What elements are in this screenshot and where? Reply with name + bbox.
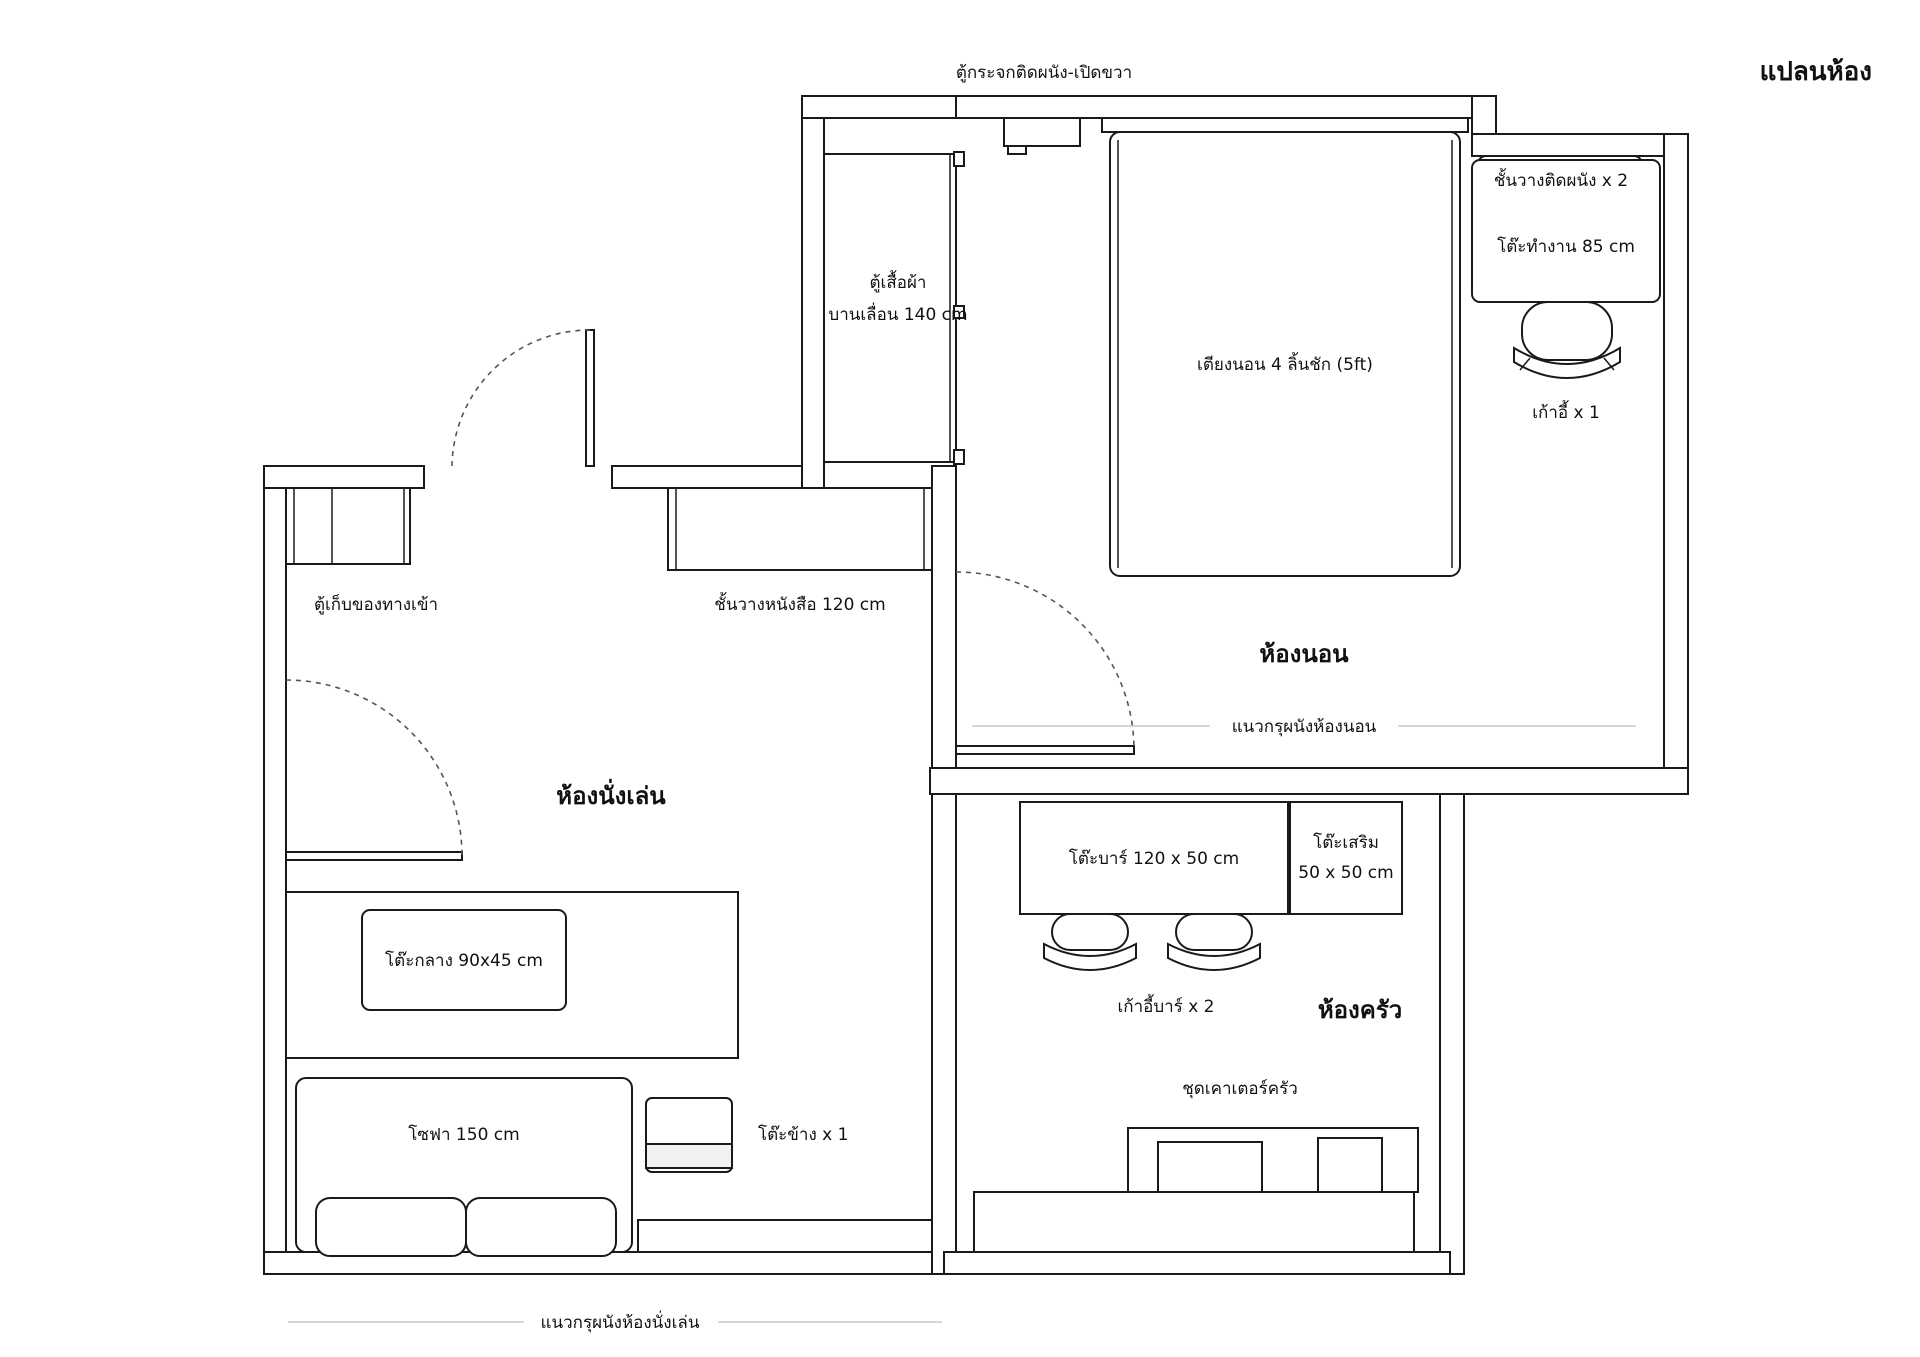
bar-chair-left-back [1043,942,1137,971]
desk-chair-back [1513,346,1621,379]
bedroom-door-swing [955,571,1135,751]
living-wall-north-right [611,465,807,489]
wardrobe-handle-top [953,151,965,167]
bar-table[interactable] [1019,801,1289,915]
mirror-cabinet-body [1003,117,1081,147]
side-table[interactable] [645,1097,733,1173]
chair-label: เก้าอี้ x 1 [1532,400,1600,423]
bedroom-wallpaper-label: แนวกรุผนังห้องนอน [1232,717,1377,737]
mirror-cabinet[interactable] [1003,117,1081,155]
coffee-table-label: โต๊ะกลาง 90x45 cm [385,950,543,971]
bed[interactable] [1101,117,1469,577]
bookshelf-label: ชั้นวางหนังสือ 120 cm [714,592,885,615]
kitchen-label: ห้องครัว [1318,996,1402,1024]
kitchen-wall-east [1439,793,1465,1275]
entry-storage-label: ตู้เก็บของทางเข้า [314,593,438,615]
bedroom-door[interactable] [955,571,1135,755]
work-desk-label: โต๊ะทำงาน 85 cm [1497,236,1635,257]
bedroom-label: ห้องนอน [1259,640,1349,668]
sofa-cushion-left [315,1197,467,1257]
living-wall-north-left [263,465,425,489]
partition-living-kitchen [931,465,957,1275]
bookshelf-body [667,487,933,571]
bar-chair-left[interactable] [1043,913,1137,971]
desk-chair-leg-left [1519,357,1531,371]
mirror-cabinet-handle [1007,145,1027,155]
extra-table-label-line1: โต๊ะเสริม [1313,832,1379,853]
wall-shelf-label: ชั้นวางติดผนัง x 2 [1494,168,1628,191]
living-wallpaper-label: แนวกรุผนังห้องนั่งเล่น [541,1310,700,1333]
living-wallpaper-label-bg [524,1310,718,1334]
bed-headboard [1101,117,1469,133]
bed-frame-lines [1117,140,1453,568]
wardrobe-body [823,153,957,463]
wardrobe-handle-bottom [953,449,965,465]
side-table-label: โต๊ะข้าง x 1 [758,1124,848,1145]
kitchen-stove [1317,1137,1383,1193]
bedroom-wall-north [955,95,1497,119]
bar-chair-right-seat [1175,913,1253,951]
extra-table-top [1289,801,1403,915]
walls [263,95,1689,1275]
sofa[interactable] [295,1077,633,1257]
entrance-door-leaf [585,329,595,467]
bedroom-wall-east [1663,133,1689,795]
bar-chair-right-back [1167,942,1261,971]
bar-chair-left-seat [1051,913,1129,951]
coffee-table-top [361,909,567,1011]
desk-chair[interactable] [1513,301,1621,379]
entrance-door[interactable] [451,329,595,467]
desk-chair-seat [1521,301,1613,361]
kitchen-counter-lower [973,1191,1415,1253]
wardrobe-wall-north [801,95,959,119]
wardrobe-wall-west [801,95,825,489]
wardrobe-label-line1: ตู้เสื้อผ้า [870,270,927,293]
bed-mattress [1109,131,1461,577]
bar-chair-right[interactable] [1167,913,1261,971]
living-room-door[interactable] [285,679,463,861]
bar-table-label: โต๊ะบาร์ 120 x 50 cm [1069,848,1239,869]
living-wall-west [263,465,287,1275]
side-table-drawer [645,1143,733,1169]
wardrobe-label-line2: บานเลื่อน 140 cm [828,302,967,325]
extra-table[interactable] [1289,801,1403,915]
bedroom-wall-north-east [1471,133,1687,157]
bed-label: เตียงนอน 4 ลิ้นชัก (5ft) [1197,352,1373,375]
bedroom-door-leaf [955,745,1135,755]
bar-table-top [1019,801,1289,915]
kitchen-sink [1157,1141,1263,1193]
desk-chair-leg-right [1603,357,1615,371]
bedroom-wallpaper-label-bg [1210,714,1398,738]
living-room-door-swing [285,679,463,857]
entry-storage-body [285,487,411,565]
labels: แปลนห้อง ห้องนั่งเล่น ห้องนอน ห้องครัว ต… [314,57,1872,1334]
bookshelf[interactable] [667,487,933,571]
sofa-cushion-right [465,1197,617,1257]
kitchen-wall-south [943,1251,1451,1275]
entry-storage[interactable] [285,487,411,565]
tv-console-body [637,1219,933,1253]
living-room-door-leaf [285,851,463,861]
entrance-door-swing [451,329,591,467]
kitchen-counter-label: ชุดเคาเตอร์ครัว [1182,1079,1298,1099]
coffee-table[interactable] [361,909,567,1011]
sofa-label: โซฟา 150 cm [408,1124,519,1145]
wardrobe-handle-middle [953,305,965,319]
plan-title: แปลนห้อง [1760,57,1872,87]
living-room-label: ห้องนั่งเล่น [556,778,666,810]
bedroom-wall-jog [1471,95,1497,137]
extra-table-label-line2: 50 x 50 cm [1298,863,1393,883]
wardrobe[interactable] [823,151,965,465]
mirror-cabinet-label: ตู้กระจกติดผนัง-เปิดขวา [956,63,1132,83]
bar-chairs-label: เก้าอี้บาร์ x 2 [1117,994,1214,1017]
bedroom-kitchen-partition [929,767,1689,795]
kitchen-counter[interactable] [973,1127,1419,1253]
tv-console [637,1219,933,1253]
